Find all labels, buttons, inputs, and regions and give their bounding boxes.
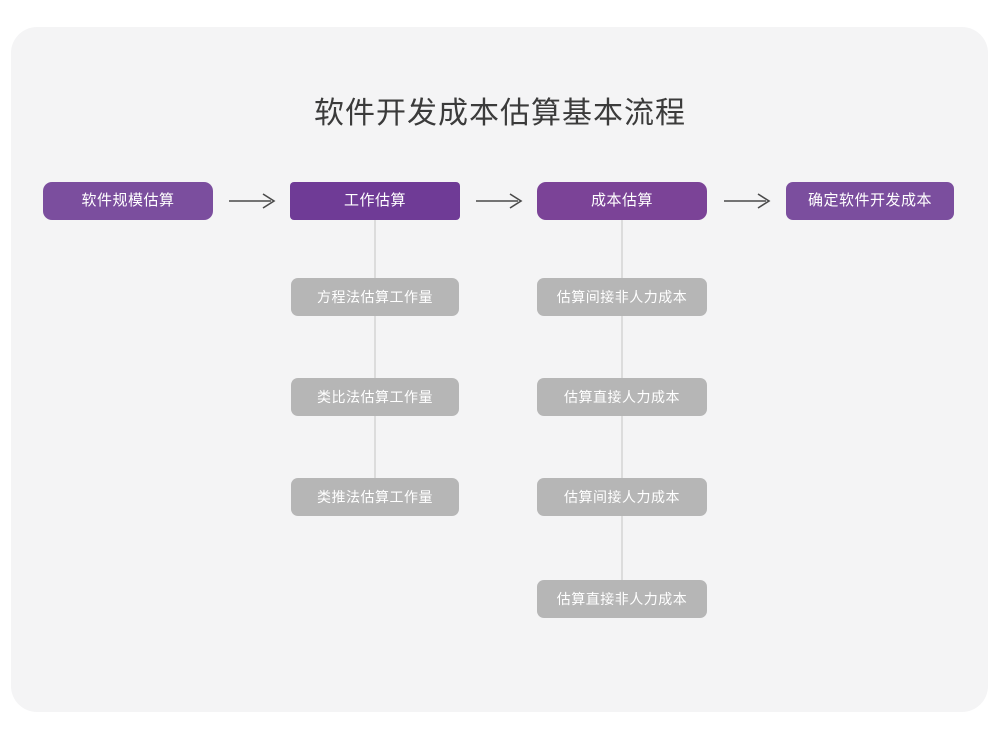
substep-box-equation-method[interactable]: 方程法估算工作量: [291, 278, 459, 316]
substep-box-inference-method[interactable]: 类推法估算工作量: [291, 478, 459, 516]
connector-line-work-estimation: [374, 220, 376, 500]
substep-box-direct-nonlabor-cost[interactable]: 估算直接非人力成本: [537, 580, 707, 618]
substep-box-indirect-nonlabor-cost[interactable]: 估算间接非人力成本: [537, 278, 707, 316]
stage-box-work-estimation[interactable]: 工作估算: [290, 182, 460, 220]
substep-box-indirect-labor-cost[interactable]: 估算间接人力成本: [537, 478, 707, 516]
arrow-right-icon: [474, 190, 526, 212]
substep-box-direct-labor-cost[interactable]: 估算直接人力成本: [537, 378, 707, 416]
diagram-card: [11, 27, 988, 712]
stage-box-cost-estimation[interactable]: 成本估算: [537, 182, 707, 220]
stage-box-software-size-estimation[interactable]: 软件规模估算: [43, 182, 213, 220]
arrow-right-icon: [722, 190, 774, 212]
page-title: 软件开发成本估算基本流程: [314, 97, 686, 130]
stage-box-determine-development-cost[interactable]: 确定软件开发成本: [786, 182, 954, 220]
arrow-right-icon: [227, 190, 279, 212]
substep-box-analogy-method[interactable]: 类比法估算工作量: [291, 378, 459, 416]
